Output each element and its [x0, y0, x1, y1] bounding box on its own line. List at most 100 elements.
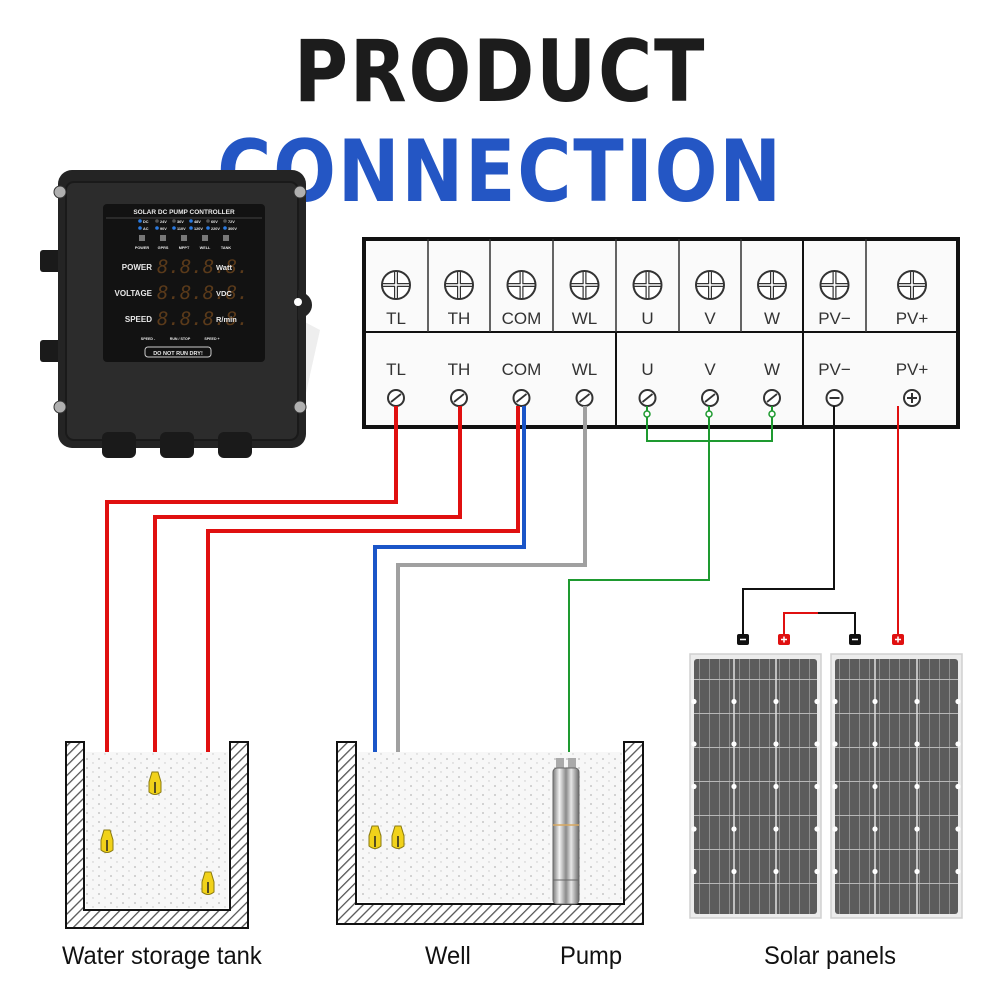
terminal-label-bottom: W — [764, 360, 780, 379]
indicator-label: 36V — [177, 220, 184, 224]
indicator-label: 110V — [177, 227, 186, 231]
submersible-pump — [552, 758, 580, 905]
readout-digits: 8.8.8.8. — [157, 282, 249, 304]
indicator-led — [206, 219, 210, 223]
indicator-label: 60V — [211, 220, 218, 224]
indicator-label: 220V — [211, 227, 220, 231]
terminal-label-top: TH — [448, 309, 471, 328]
mode-label: POWER — [135, 246, 150, 250]
wire-series-positive — [783, 612, 818, 634]
indicator-label: 48V — [194, 220, 201, 224]
page-title: PRODUCT CONNECTION — [70, 22, 930, 222]
pump-body — [552, 767, 580, 905]
readout-unit: Watt — [216, 263, 232, 272]
indicator-led — [138, 226, 142, 230]
indicator-label: DC — [143, 220, 149, 224]
terminal-label-bottom: PV− — [818, 360, 851, 379]
terminal-label-top: PV+ — [896, 309, 929, 328]
indicator-label: AC — [143, 227, 149, 231]
screw — [293, 185, 307, 199]
indicator-label: 24V — [160, 220, 167, 224]
controller-button[interactable]: RUN / STOP — [170, 337, 191, 341]
controller-button[interactable]: SPEED + — [204, 337, 219, 341]
terminal-label-bottom: U — [641, 360, 653, 379]
terminal-label-top: WL — [572, 309, 598, 328]
indicator-label: 72V — [228, 220, 235, 224]
terminal-label-bottom: WL — [572, 360, 598, 379]
terminal-label-bottom: TL — [386, 360, 406, 379]
screw — [53, 185, 67, 199]
indicator-led — [155, 219, 159, 223]
mode-icon — [139, 235, 145, 241]
wire-tl — [105, 406, 398, 830]
indicator-led — [189, 226, 193, 230]
mode-label: GPRS — [158, 246, 169, 250]
wire-com-well — [373, 406, 526, 826]
caption-solar: Solar panels — [764, 942, 897, 970]
screw — [293, 400, 307, 414]
mode-label: WELL — [200, 246, 211, 250]
screw — [53, 400, 67, 414]
terminal-label-top: U — [641, 309, 653, 328]
negative-connector-icon — [737, 634, 749, 645]
terminal-label-top: PV− — [818, 309, 851, 328]
caption-pump: Pump — [560, 942, 623, 970]
readout-digits: 8.8.8.8. — [157, 256, 249, 278]
positive-connector-icon — [892, 634, 904, 645]
title-product: PRODUCT — [293, 22, 707, 122]
wire-terminal-dot — [705, 410, 713, 418]
well-walls — [336, 741, 644, 925]
indicator-led — [189, 219, 193, 223]
pump-controller: SOLAR DC PUMP CONTROLLER DC 24V 36V 48V 60V 7… — [40, 170, 320, 458]
caption-tank: Water storage tank — [62, 942, 262, 970]
indicator-led — [138, 219, 142, 223]
cable-gland — [102, 432, 136, 458]
wire-th — [153, 406, 462, 772]
mode-icon — [160, 235, 166, 241]
terminal-label-bottom: TH — [448, 360, 471, 379]
positive-connector-icon — [778, 634, 790, 645]
controller-header: SOLAR DC PUMP CONTROLLER — [133, 209, 235, 216]
well — [336, 741, 644, 925]
controller-button[interactable]: SPEED - — [141, 337, 156, 341]
terminal-label-bottom: PV+ — [896, 360, 929, 379]
indicator-led — [223, 226, 227, 230]
terminal-label-top: COM — [502, 309, 542, 328]
wire-wl — [396, 406, 587, 826]
indicator-led — [172, 219, 176, 223]
readout-label: VOLTAGE — [115, 289, 153, 298]
wire-series-negative — [818, 612, 856, 634]
water-storage-tank — [65, 741, 249, 929]
mode-label: TANK — [221, 246, 232, 250]
tank-walls — [65, 741, 249, 929]
wire-motor — [568, 406, 710, 760]
terminal-label-top: TL — [386, 309, 406, 328]
readout-unit: VDC — [216, 289, 232, 298]
caption-well: Well — [425, 942, 471, 970]
terminal-label-bottom: COM — [502, 360, 542, 379]
indicator-led — [223, 219, 227, 223]
terminal-label-top: V — [704, 309, 716, 328]
indicator-led — [155, 226, 159, 230]
terminal-label-top: W — [764, 309, 780, 328]
cable-gland — [160, 432, 194, 458]
warning-badge — [144, 346, 212, 358]
wire-terminal-dot — [643, 410, 651, 418]
wire-terminal-dot — [768, 410, 776, 418]
solar-panel — [830, 653, 963, 919]
mode-label: MPPT — [179, 246, 190, 250]
solar-panels — [689, 634, 963, 919]
indicator-label: 90V — [160, 227, 167, 231]
terminal-label-bottom: V — [704, 360, 716, 379]
title-connection: CONNECTION — [217, 122, 783, 222]
terminal-block: TL TL TH TH COM COM WL WL U U V V W W PV− PV− PV+ PV+ — [362, 237, 960, 429]
warning-text: DO NOT RUN DRY! — [153, 351, 203, 357]
indicator-label: 300V — [228, 227, 237, 231]
readout-digits: 8.8.8.8. — [157, 308, 249, 330]
display-panel — [103, 204, 265, 362]
level-sensor-probe — [368, 825, 382, 849]
indicator-label: 120V — [194, 227, 203, 231]
indicator-led — [172, 226, 176, 230]
wire-pv-negative — [742, 406, 835, 634]
